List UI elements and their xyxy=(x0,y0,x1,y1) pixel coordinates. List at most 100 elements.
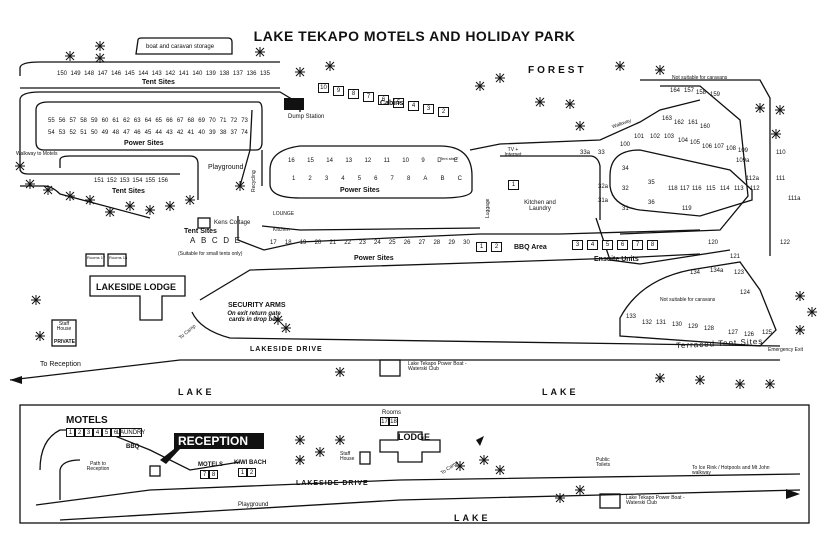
site-number: 4 xyxy=(408,101,419,111)
site-number: 5 xyxy=(393,98,404,108)
site-number: 13 xyxy=(345,158,353,164)
site-number: 126 xyxy=(744,332,755,338)
arrow-to-reception xyxy=(10,376,22,384)
label-tent-sites-top: Tent Sites xyxy=(142,79,175,86)
arrow-ice-rink xyxy=(786,489,800,499)
site-number: 143 xyxy=(151,71,162,77)
inset-frame xyxy=(19,404,810,524)
middle-oval xyxy=(269,145,473,199)
site-number: 130 xyxy=(672,322,683,328)
site-number: 10 xyxy=(318,83,329,93)
site-number: 42 xyxy=(176,130,184,136)
site-number: 121 xyxy=(730,254,741,260)
site-number: 164 xyxy=(670,88,681,94)
site-number: 10 xyxy=(402,158,409,164)
label-rooms-17: Rooms 17 xyxy=(87,255,106,260)
site-number: C xyxy=(457,176,462,182)
site-number: 31 xyxy=(622,206,629,212)
site-number: 6 xyxy=(378,95,389,105)
site-number: 129 xyxy=(688,324,699,330)
site-number: B xyxy=(200,236,207,245)
site-number: 151 xyxy=(94,178,105,184)
site-number: 150 xyxy=(57,71,68,77)
label-cabins: Cabins xyxy=(380,100,404,107)
label-staff-house: Staff House xyxy=(56,321,72,332)
road-lakeside-lower xyxy=(9,359,780,381)
tree-icon xyxy=(25,179,35,189)
site-number: 102 xyxy=(650,134,661,140)
road-loop-left xyxy=(19,100,180,175)
site-number: 60 xyxy=(101,118,109,124)
site-number: 132 xyxy=(642,320,653,326)
tree-icon xyxy=(795,325,805,335)
tree-icon xyxy=(655,65,665,75)
inset-label-kiwi-bach: KIWI BACH xyxy=(234,460,267,466)
site-number: 112 xyxy=(750,186,760,192)
site-number: 3 xyxy=(324,176,329,182)
site-number: 71 xyxy=(219,118,227,124)
tree-icon xyxy=(165,201,175,211)
site-number: 123 xyxy=(734,270,745,276)
site-number: 49 xyxy=(101,130,109,136)
tree-icon xyxy=(335,435,345,445)
site-number: 32a xyxy=(598,184,609,190)
site-number: E xyxy=(453,158,458,164)
site-number: 34 xyxy=(622,166,629,172)
tree-icon xyxy=(575,121,585,131)
site-number: 140 xyxy=(192,71,203,77)
site-number: 7 xyxy=(390,176,394,182)
inset-label-rooms: Rooms xyxy=(382,410,402,416)
road-lower-power-top xyxy=(237,216,701,251)
trees xyxy=(15,41,817,503)
tree-icon xyxy=(535,97,545,107)
inset-staff-house-box xyxy=(359,451,371,465)
site-number: 44 xyxy=(155,130,163,136)
inset-road-lakeside xyxy=(35,473,801,506)
label-power-sites-a: Power Sites xyxy=(124,140,164,147)
road-lower-inner xyxy=(261,225,481,231)
tree-icon xyxy=(95,53,105,63)
site-number: 69 xyxy=(198,118,205,124)
site-number: 162 xyxy=(674,120,685,126)
tree-icon xyxy=(325,61,335,71)
tree-icon xyxy=(35,331,45,341)
site-number: 119 xyxy=(682,206,692,212)
inset-label-public-toilets: Public Toilets xyxy=(596,457,611,468)
power-sites-block xyxy=(35,101,263,151)
site-number: 3 xyxy=(572,240,583,250)
tree-icon xyxy=(315,447,325,457)
map-title: LAKE TEKAPO MOTELS AND HOLIDAY PARK xyxy=(253,28,576,44)
site-number: 147 xyxy=(97,71,108,77)
site-number: 5 xyxy=(102,428,111,437)
label-small-tents-note: (Suitable for small tents only) xyxy=(178,251,243,257)
site-number: 157 xyxy=(684,88,695,94)
site-number: 23 xyxy=(359,240,366,246)
inset-label-playground: Playground xyxy=(238,502,269,508)
site-number: 7 xyxy=(632,240,643,250)
site-number: 111 xyxy=(776,176,786,182)
inset-road-path xyxy=(59,459,81,500)
site-number: 7 xyxy=(363,92,374,102)
tree-icon xyxy=(775,105,785,115)
road-right-inner-loop xyxy=(619,85,749,235)
site-number: 8 xyxy=(406,176,411,182)
site-number: 108 xyxy=(726,146,737,152)
site-number: 18 xyxy=(389,417,398,426)
site-number: 148 xyxy=(84,71,95,77)
site-number: 62 xyxy=(123,118,130,124)
site-number: 127 xyxy=(728,330,739,336)
site-number: C xyxy=(211,236,218,245)
road-right-loop xyxy=(640,79,771,256)
site-number: 109 xyxy=(738,148,749,154)
label-boat-storage: boat and caravan storage xyxy=(146,44,215,50)
site-number: 29 xyxy=(448,240,455,246)
tree-icon xyxy=(807,307,817,317)
site-number: 118 xyxy=(668,186,678,192)
